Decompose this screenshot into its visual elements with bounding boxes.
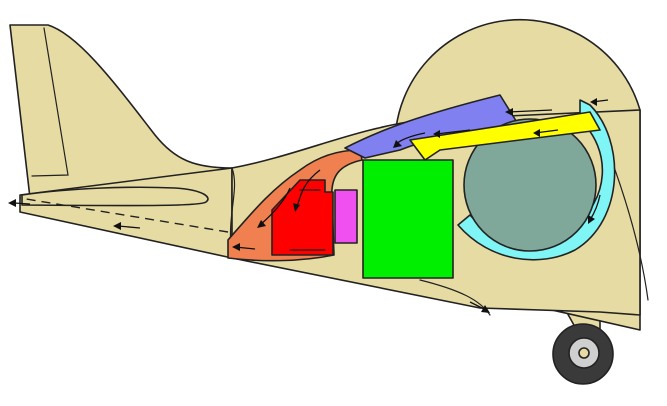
- flow-arrow-icon: [435, 129, 471, 135]
- flow-arrow-icon: [257, 220, 266, 228]
- fan-unit: [334, 189, 358, 244]
- heat-exchanger: [271, 179, 334, 256]
- flow-arrow-icon: [13, 202, 31, 205]
- rudder-line: [31, 27, 69, 177]
- flow-arrow-icon: [433, 130, 440, 138]
- engine-cowl: [463, 118, 597, 252]
- flow-arrow-icon: [293, 203, 300, 212]
- flow-arrow-icon: [393, 140, 402, 148]
- flow-arrows: [8, 98, 609, 313]
- wheel-axle: [578, 347, 590, 359]
- flow-arrow-icon: [590, 98, 597, 106]
- flow-arrow-icon: [588, 215, 595, 224]
- radiator: [362, 159, 454, 279]
- flow-arrow-icon: [505, 108, 513, 116]
- flow-arrow-icon: [533, 129, 540, 137]
- intake-duct: [409, 111, 601, 161]
- flow-arrow-icon: [8, 199, 16, 207]
- flow-arrow-icon: [507, 109, 553, 113]
- flow-arrow-icon: [481, 305, 490, 313]
- flow-arrow-icon: [113, 222, 121, 230]
- flow-arrow-icon: [259, 187, 291, 226]
- flow-arrow-icon: [232, 243, 240, 251]
- tail-flow-path: [19, 197, 229, 233]
- horizontal-stabilizer: [21, 186, 209, 207]
- flow-arrow-icon: [117, 225, 141, 229]
- cooling-ring: [457, 99, 616, 261]
